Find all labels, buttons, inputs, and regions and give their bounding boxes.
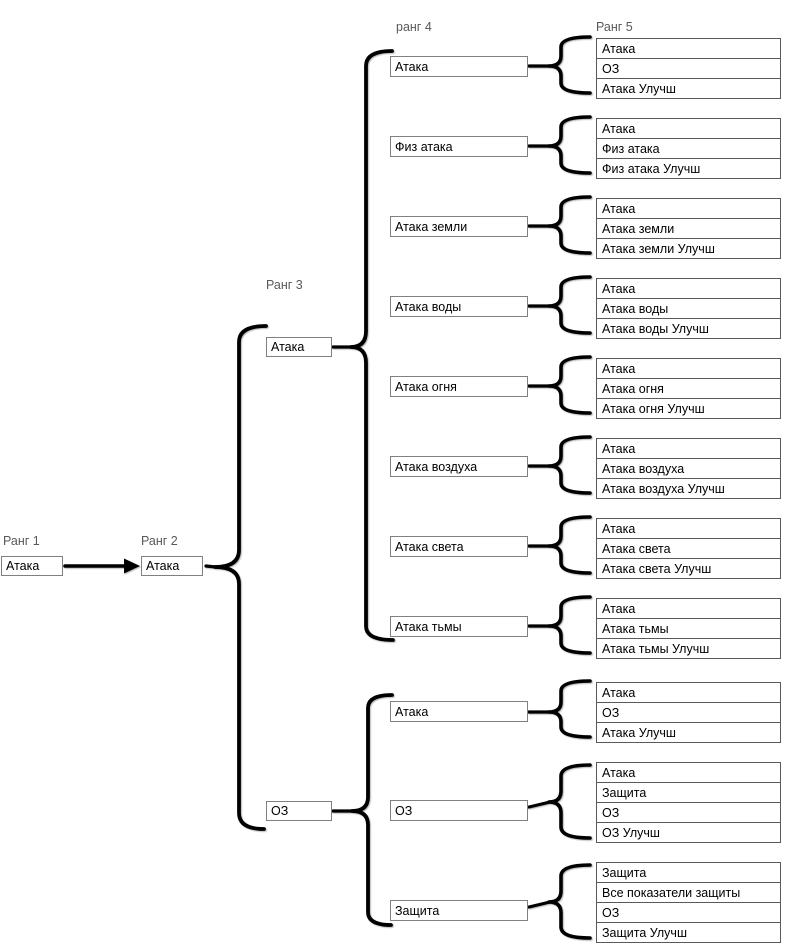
- rank5-group: Атака Физ атака Физ атака Улучш: [596, 118, 781, 179]
- rank5-node: Атака: [596, 762, 781, 783]
- rank-5-label: Ранг 5: [596, 20, 633, 34]
- rank5-node: Атака: [596, 118, 781, 139]
- rank5-node: Защита: [596, 862, 781, 883]
- brace-r4-8: [547, 679, 592, 739]
- rank5-group: Атака Атака света Атака света Улучш: [596, 518, 781, 579]
- rank5-node: Атака Улучш: [596, 78, 781, 99]
- rank5-node: Атака: [596, 438, 781, 459]
- rank5-node: Атака: [596, 38, 781, 59]
- brace-r4-9: [547, 763, 592, 840]
- brace-r4-2: [547, 195, 592, 255]
- rank4-node: Защита: [390, 900, 528, 921]
- rank5-node: Физ атака Улучш: [596, 158, 781, 179]
- rank4-node: Атака: [390, 701, 528, 722]
- rank5-group: Атака ОЗ Атака Улучш: [596, 682, 781, 743]
- rank5-group: Атака Атака воздуха Атака воздуха Улучш: [596, 438, 781, 499]
- rank-3-label: Ранг 3: [266, 278, 303, 292]
- rank2-node-attack: Атака: [141, 556, 203, 576]
- rank3-node-attack: Атака: [266, 337, 332, 357]
- rank4-node: Физ атака: [390, 136, 528, 157]
- rank4-node: Атака воды: [390, 296, 528, 317]
- rank5-node: Атака: [596, 358, 781, 379]
- rank4-node: Атака тьмы: [390, 616, 528, 637]
- brace-r4-1: [547, 115, 592, 175]
- rank4-node: Атака: [390, 56, 528, 77]
- rank5-node: Все показатели защиты: [596, 882, 781, 903]
- rank5-node: Атака: [596, 598, 781, 619]
- rank5-node: Атака земли: [596, 218, 781, 239]
- rank4-node: ОЗ: [390, 800, 528, 821]
- rank5-node: Физ атака: [596, 138, 781, 159]
- brace-r4-4: [547, 355, 592, 415]
- rank5-node: Атака воды Улучш: [596, 318, 781, 339]
- brace-r3-oz-r4: [350, 693, 394, 927]
- brace-r4-5: [547, 435, 592, 495]
- brace-r2-r3: [213, 324, 268, 831]
- rank4-node: Атака воздуха: [390, 456, 528, 477]
- brace-r4-7: [547, 595, 592, 655]
- brace-r4-0: [547, 35, 592, 95]
- rank5-group: Атака Атака воды Атака воды Улучш: [596, 278, 781, 339]
- rank5-node: Атака земли Улучш: [596, 238, 781, 259]
- rank5-node: Атака света Улучш: [596, 558, 781, 579]
- rank1-node-attack: Атака: [1, 556, 63, 576]
- rank5-node: Защита Улучш: [596, 922, 781, 943]
- rank5-group: Атака Атака огня Атака огня Улучш: [596, 358, 781, 419]
- rank5-node: Атака Улучш: [596, 722, 781, 743]
- brace-r4-3: [547, 275, 592, 335]
- brace-r4-6: [547, 515, 592, 575]
- rank5-group: Атака ОЗ Атака Улучш: [596, 38, 781, 99]
- rank4-node: Атака света: [390, 536, 528, 557]
- rank5-node: Атака воздуха: [596, 458, 781, 479]
- rank5-node: Атака тьмы: [596, 618, 781, 639]
- rank5-node: Атака воздуха Улучш: [596, 478, 781, 499]
- arrowhead-icon: [124, 558, 140, 574]
- rank5-node: Атака света: [596, 538, 781, 559]
- rank-4-label: ранг 4: [396, 20, 432, 34]
- rank5-node: ОЗ: [596, 702, 781, 723]
- rank5-node: Атака: [596, 278, 781, 299]
- rank-1-label: Ранг 1: [3, 534, 40, 548]
- rank5-node: Атака тьмы Улучш: [596, 638, 781, 659]
- rank5-node: ОЗ: [596, 802, 781, 823]
- rank4-node: Атака огня: [390, 376, 528, 397]
- rank5-node: Атака: [596, 518, 781, 539]
- rank3-node-oz: ОЗ: [266, 801, 332, 821]
- rank5-node: Защита: [596, 782, 781, 803]
- dash-r4-10: [527, 900, 552, 909]
- rank5-group: Защита Все показатели защиты ОЗ Защита У…: [596, 862, 781, 943]
- brace-r4-10: [547, 863, 592, 940]
- rank5-node: Атака: [596, 198, 781, 219]
- dash-r4-9: [527, 800, 552, 809]
- rank5-node: Атака огня: [596, 378, 781, 399]
- rank5-node: ОЗ: [596, 58, 781, 79]
- rank5-group: Атака Атака тьмы Атака тьмы Улучш: [596, 598, 781, 659]
- rank5-node: Атака огня Улучш: [596, 398, 781, 419]
- rank4-node: Атака земли: [390, 216, 528, 237]
- rank5-group: Атака Защита ОЗ ОЗ Улучш: [596, 762, 781, 843]
- rank5-group: Атака Атака земли Атака земли Улучш: [596, 198, 781, 259]
- brace-r3-attack-r4: [349, 49, 395, 642]
- rank-2-label: Ранг 2: [141, 534, 178, 548]
- rank5-node: Атака: [596, 682, 781, 703]
- rank5-node: Атака воды: [596, 298, 781, 319]
- rank5-node: ОЗ: [596, 902, 781, 923]
- rank5-node: ОЗ Улучш: [596, 822, 781, 843]
